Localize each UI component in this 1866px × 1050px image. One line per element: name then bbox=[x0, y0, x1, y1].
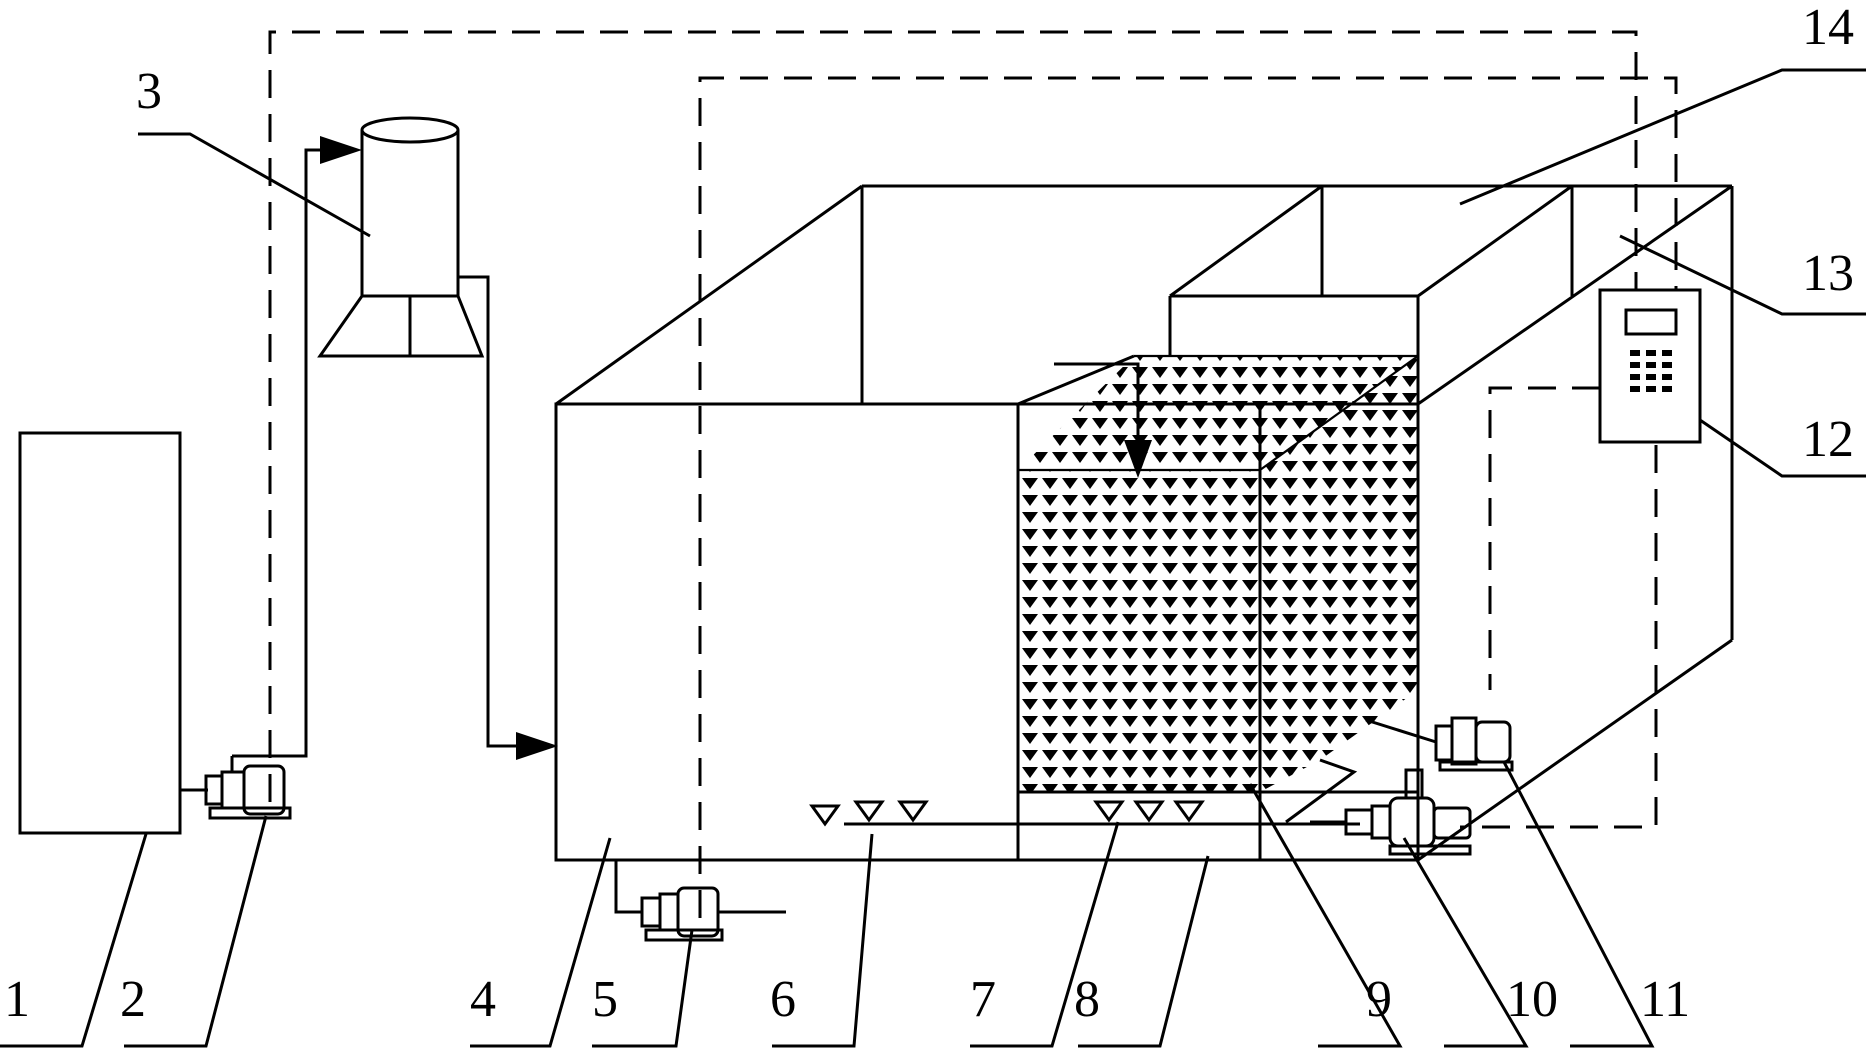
label-13: 13 bbox=[1802, 245, 1854, 302]
label-12: 12 bbox=[1802, 411, 1854, 468]
arrow-to-dosing-tank bbox=[320, 136, 362, 164]
diffusers-zone-8 bbox=[1093, 800, 1205, 823]
label-1: 1 bbox=[4, 971, 30, 1028]
label-4: 4 bbox=[470, 971, 496, 1028]
control-signal-lines bbox=[268, 30, 1678, 918]
label-3: 3 bbox=[136, 63, 162, 120]
label-8: 8 bbox=[1074, 971, 1100, 1028]
feed-pipe bbox=[232, 148, 346, 758]
label-5: 5 bbox=[592, 971, 618, 1028]
label-10: 10 bbox=[1506, 971, 1558, 1028]
label-11: 11 bbox=[1640, 971, 1690, 1028]
arrow-to-aeration-zone bbox=[516, 732, 558, 760]
label-14: 14 bbox=[1802, 0, 1854, 56]
arrow-into-media bbox=[1124, 440, 1152, 478]
label-7: 7 bbox=[970, 971, 996, 1028]
feed-pump bbox=[180, 756, 292, 820]
leader-lines bbox=[0, 68, 1866, 1048]
diffusers-zone-4 bbox=[809, 800, 929, 827]
filter-media-packing bbox=[1018, 354, 1419, 794]
media-inlet-pipe bbox=[1054, 362, 1140, 450]
raw-water-tank bbox=[18, 431, 182, 835]
return-pump bbox=[1365, 716, 1514, 772]
label-6: 6 bbox=[770, 971, 796, 1028]
control-box bbox=[1598, 288, 1702, 444]
air-blower bbox=[1310, 768, 1472, 856]
drain-pump bbox=[614, 860, 786, 942]
label-2: 2 bbox=[120, 971, 146, 1028]
sludge-outlet-slope bbox=[1285, 758, 1358, 824]
gravity-feed-pipe bbox=[458, 275, 540, 748]
label-9: 9 bbox=[1366, 971, 1392, 1028]
elevated-storage-tank bbox=[317, 116, 485, 358]
